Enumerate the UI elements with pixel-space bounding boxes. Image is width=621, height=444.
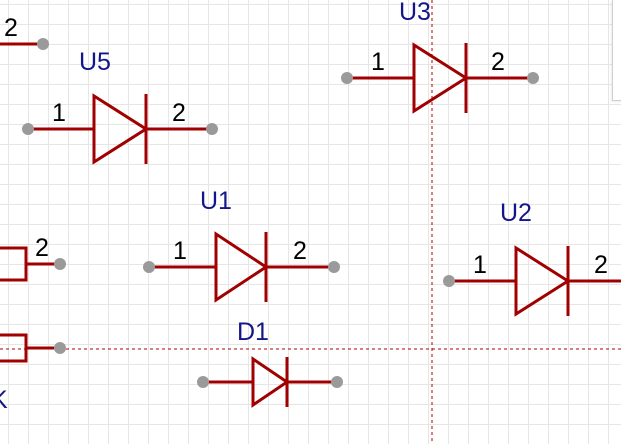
ref-designator: D1	[237, 318, 269, 346]
pin2-number: 2	[491, 48, 505, 76]
pin2-endpoint[interactable]	[331, 376, 343, 388]
pin2-number: 2	[172, 99, 186, 127]
ref-designator-fragment: K	[0, 386, 8, 414]
pin-endpoint[interactable]	[54, 342, 66, 354]
component-body	[0, 246, 28, 282]
pin1-endpoint[interactable]	[197, 376, 209, 388]
pin1-endpoint[interactable]	[341, 72, 353, 84]
pin-endpoint[interactable]	[37, 38, 49, 50]
pin-endpoint[interactable]	[54, 258, 66, 270]
diode-triangle	[92, 93, 149, 165]
pin1-endpoint[interactable]	[443, 275, 455, 287]
pin2-number: 2	[293, 237, 307, 265]
component-u2[interactable]: U2 1 2	[443, 199, 621, 317]
pin2-endpoint[interactable]	[206, 123, 218, 135]
pin1-endpoint[interactable]	[22, 123, 34, 135]
diode-triangle	[251, 356, 290, 408]
partial-component-bottom[interactable]: K	[0, 333, 66, 414]
component-d1[interactable]: D1	[197, 318, 343, 408]
pin1-number: 1	[52, 99, 66, 127]
pin-number: 2	[4, 14, 18, 42]
component-body	[0, 333, 28, 363]
partial-component-mid[interactable]: 2	[0, 234, 66, 282]
diode-triangle	[214, 231, 269, 303]
pin1-endpoint[interactable]	[143, 261, 155, 273]
ref-designator: U5	[79, 48, 111, 76]
component-u5[interactable]: U5 1 2	[22, 48, 218, 165]
ref-designator: U1	[200, 187, 232, 215]
component-u3[interactable]: U3 1 2	[341, 0, 539, 114]
pin1-number: 1	[473, 251, 487, 279]
diode-triangle	[514, 245, 571, 317]
pin-number: 2	[35, 234, 49, 262]
pin2-endpoint[interactable]	[527, 72, 539, 84]
pin1-number: 1	[371, 48, 385, 76]
pin2-number: 2	[594, 251, 608, 279]
component-u1[interactable]: U1 1 2	[143, 187, 340, 303]
ref-designator: U3	[399, 0, 431, 26]
side-panel-edge[interactable]	[612, 0, 621, 101]
partial-component-top[interactable]: 2	[0, 14, 49, 50]
pin1-number: 1	[173, 237, 187, 265]
diode-triangle	[412, 42, 469, 114]
ref-designator: U2	[500, 199, 532, 227]
pin2-endpoint[interactable]	[328, 261, 340, 273]
